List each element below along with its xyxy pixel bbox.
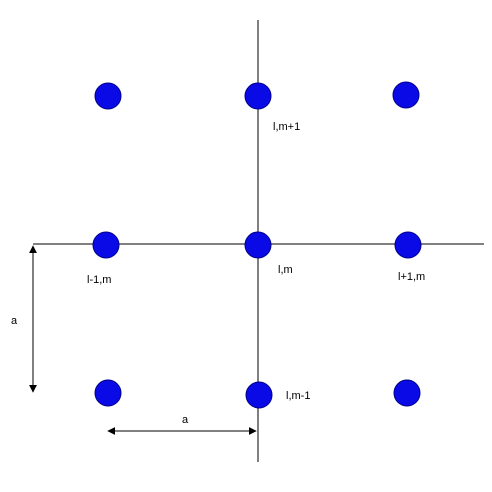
label-top-site: l,m+1 (273, 121, 300, 133)
atom-bottom-left (94, 379, 122, 407)
atom-top-left (94, 82, 122, 110)
label-center-site: l,m (278, 264, 293, 276)
atom-bottom-center (245, 381, 273, 409)
atom-bottom-right (393, 379, 421, 407)
label-bottom-site: l,m-1 (286, 390, 310, 402)
label-right-site: l+1,m (398, 271, 425, 283)
label-vertical-spacing: a (11, 315, 18, 327)
atom-top-center (244, 82, 272, 110)
atom-top-right (392, 81, 420, 109)
label-horizontal-spacing: a (182, 414, 189, 426)
atom-middle-center (244, 231, 272, 259)
label-left-site: l-1,m (87, 274, 111, 286)
atom-middle-left (92, 231, 120, 259)
atom-middle-right (394, 231, 422, 259)
